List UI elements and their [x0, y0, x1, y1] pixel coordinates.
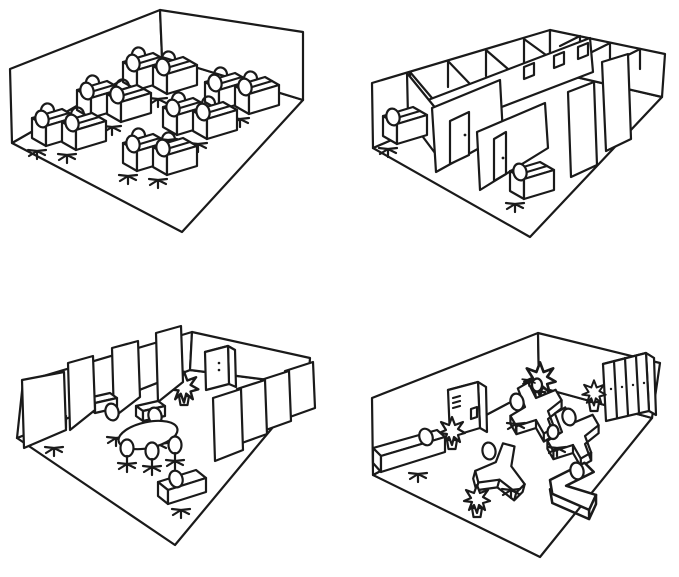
- open-plan-bullpen-drawing: [8, 8, 305, 234]
- wardrobe-cabinet: [601, 351, 658, 423]
- panel-private-offices: [340, 0, 679, 290]
- office-partition: [600, 52, 633, 153]
- cross-desk-workstation: [546, 406, 600, 468]
- door-knob: [463, 133, 467, 137]
- panel-cubicle-office: [0, 290, 340, 577]
- team-open-office-drawing: [370, 331, 662, 559]
- wardrobe-handle: [620, 385, 624, 389]
- wardrobe-door-seams: [612, 354, 641, 420]
- corridor-front-wall-right: [475, 101, 550, 192]
- transom-window: [522, 61, 536, 81]
- transom-window: [576, 41, 590, 61]
- panel-open-plan-bullpen: [0, 0, 340, 290]
- locker-cabinet: [446, 380, 489, 439]
- locker-panel: [469, 405, 479, 421]
- cubicle-partition: [20, 370, 68, 450]
- wardrobe-handle: [609, 387, 613, 391]
- wardrobe-handle: [631, 383, 635, 387]
- cubicle-partition: [211, 387, 245, 463]
- cubicle-partition: [66, 354, 97, 432]
- office-partition: [566, 80, 599, 179]
- cabinet-handle: [217, 361, 221, 365]
- corner-counter: [371, 425, 447, 484]
- cubicle-office-drawing: [15, 324, 317, 547]
- wardrobe-handle: [642, 381, 646, 385]
- storage-cabinet: [203, 344, 238, 392]
- cubicle-partition: [154, 324, 185, 404]
- panel-team-open-office: [340, 290, 679, 577]
- chair-back: [546, 423, 560, 441]
- cubicle-partition: [110, 339, 142, 419]
- transom-window: [552, 50, 566, 70]
- locker-vents: [451, 394, 462, 410]
- corner-bench: [156, 467, 208, 520]
- cabinet-handle: [217, 368, 221, 372]
- office-door: [492, 130, 508, 183]
- office-door: [448, 110, 471, 166]
- rear-chair-back: [530, 377, 544, 393]
- cubicle-desk-and-chair: [134, 399, 169, 454]
- cross-desk-workstation: [505, 377, 563, 443]
- door-knob: [501, 156, 505, 160]
- private-offices-drawing: [370, 28, 667, 239]
